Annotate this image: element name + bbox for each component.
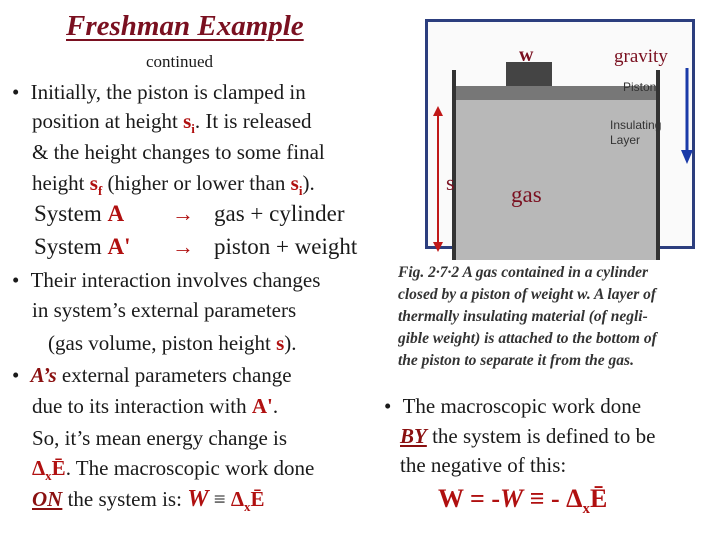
cylinder-wall-right: [656, 70, 660, 260]
piston-label: Piston: [623, 80, 657, 94]
bullet4-line2: BY the system is defined to be: [400, 424, 656, 448]
system-a-row: System A → gas + cylinder: [34, 201, 345, 226]
arrow-icon: →: [172, 234, 194, 259]
slide-title: Freshman Example: [66, 10, 304, 42]
bullet4-line3: the negative of this:: [400, 453, 567, 477]
bullet3-line4: ΔxĒ. The macroscopic work done: [32, 456, 315, 484]
work-formula: W = -W ≡ - ΔxĒ: [438, 484, 608, 518]
bullet1-line2: position at height si. It is released: [32, 109, 312, 137]
figure-caption: Fig. 2·7·2 A gas contained in a cylinder…: [398, 264, 657, 369]
height-arrow-icon: [433, 106, 443, 252]
piston: [456, 86, 656, 100]
bullet2-line1: • Their interaction involves changes: [12, 268, 321, 292]
bullet3-line5: ON the system is: W ≡ ΔxĒ: [32, 486, 265, 515]
weight-label: w: [519, 44, 534, 66]
cylinder-wall-left: [452, 70, 456, 260]
bullet2-line2: in system’s external parameters: [32, 298, 297, 322]
bullet4-line1: • The macroscopic work done: [384, 394, 642, 418]
gas-label: gas: [511, 182, 542, 207]
weight-block: [506, 62, 552, 86]
bullet1-line1: • Initially, the piston is clamped in: [12, 80, 306, 104]
piston-cylinder-figure: w gravity s gas Piston Insulating Layer: [418, 14, 702, 260]
slide-subtitle: continued: [146, 52, 214, 71]
bullet2-line3: (gas volume, piston height s).: [48, 331, 297, 355]
gravity-arrow-icon: [681, 68, 693, 164]
bullet3-line2: due to its interaction with A'.: [32, 394, 279, 418]
bullet1-line4: height sf (higher or lower than si).: [32, 171, 315, 199]
bullet-marker: •: [12, 80, 20, 104]
bullet-marker: •: [384, 394, 392, 418]
system-a-prime-row: System A' → piston + weight: [34, 234, 358, 259]
insulating-layer-label: Insulating Layer: [610, 118, 662, 147]
gravity-label: gravity: [614, 46, 668, 67]
bullet1-line3: & the height changes to some final: [32, 140, 325, 164]
gas-region: [456, 100, 656, 260]
height-s-label: s: [446, 170, 455, 195]
bullet-marker: •: [12, 363, 20, 387]
bullet-marker: •: [12, 268, 20, 292]
arrow-icon: →: [172, 201, 194, 226]
bullet3-line1: • A’s external parameters change: [12, 363, 292, 387]
bullet3-line3: So, it’s mean energy change is: [32, 426, 288, 450]
